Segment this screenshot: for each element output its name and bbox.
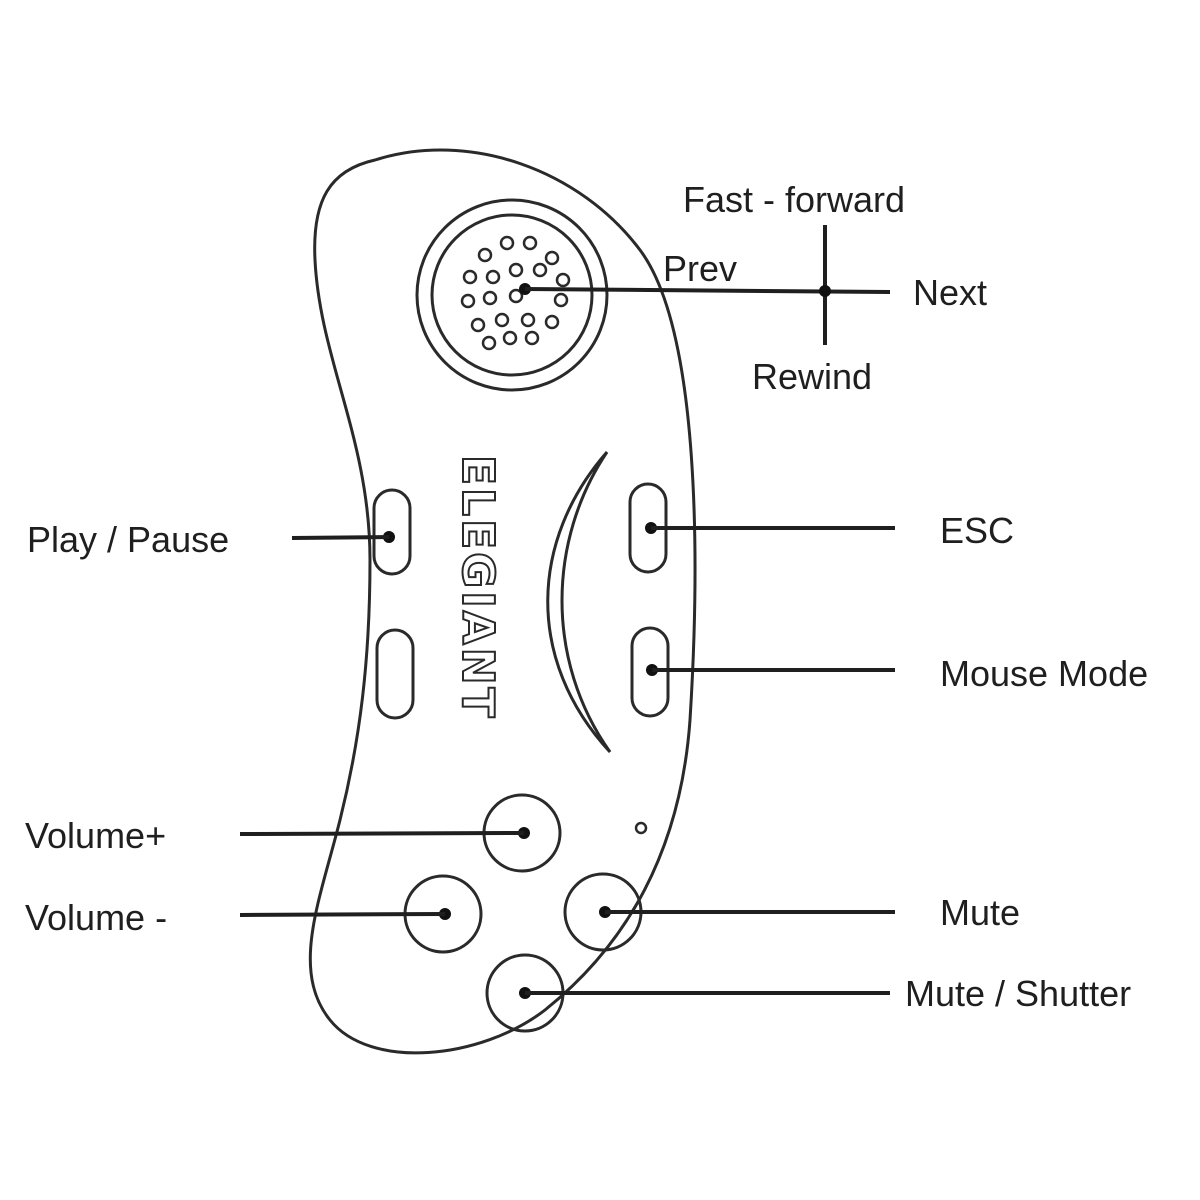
label-fast-forward: Fast - forward — [683, 179, 905, 220]
label-play-pause: Play / Pause — [27, 519, 229, 560]
play-pause-button[interactable] — [372, 488, 412, 576]
remote-body-outline — [308, 148, 697, 1055]
label-mute: Mute — [940, 892, 1020, 933]
brand-logo: ELEGIANT — [452, 455, 503, 721]
direction-cross-dot — [819, 285, 831, 297]
play-pause-leader — [291, 535, 390, 540]
led-indicator — [634, 821, 648, 835]
crescent-decoration — [546, 451, 612, 754]
volume-down-leader — [239, 912, 446, 917]
label-mute-shutter: Mute / Shutter — [905, 973, 1131, 1014]
volume-up-leader — [239, 831, 525, 836]
joystick — [415, 198, 609, 392]
label-volume-down: Volume - — [25, 897, 167, 938]
label-prev: Prev — [663, 248, 737, 289]
left-lower-pill-button[interactable] — [375, 628, 415, 720]
label-rewind: Rewind — [752, 356, 872, 397]
label-volume-up: Volume+ — [25, 815, 166, 856]
label-next: Next — [913, 272, 987, 313]
label-mouse-mode: Mouse Mode — [940, 653, 1148, 694]
joystick-grip-dots — [460, 235, 571, 351]
joystick-leader-line — [524, 287, 891, 294]
label-esc: ESC — [940, 510, 1014, 551]
